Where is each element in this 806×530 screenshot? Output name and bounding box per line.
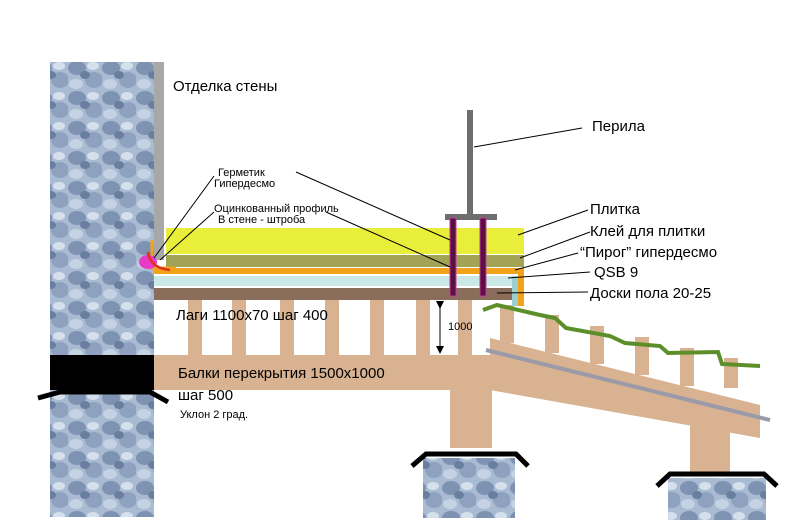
label-slope: Уклон 2 град. — [180, 409, 248, 421]
green-slope-line — [482, 302, 761, 368]
railing-anchor-left — [449, 217, 457, 297]
label-dimension: 1000 — [448, 321, 472, 333]
qsb-edge — [512, 276, 519, 306]
tile-layer — [166, 228, 524, 254]
beam-post-1 — [450, 390, 492, 448]
label-tile: Плитка — [590, 201, 641, 218]
beam-end-in-wall — [50, 355, 154, 390]
label-profile-1: Оцинкованный профиль — [214, 203, 339, 215]
label-beams-2: шаг 500 — [178, 387, 233, 404]
glue-layer — [166, 255, 524, 267]
railing-anchor-right — [479, 217, 487, 297]
joist-posts — [188, 300, 738, 388]
label-tile-glue: Клей для плитки — [590, 223, 705, 240]
leader-lines — [153, 127, 591, 294]
footing-1 — [423, 458, 515, 518]
footing-2 — [668, 478, 766, 520]
label-pie: “Пирог” гипердесмо — [580, 244, 717, 261]
label-joists: Лаги 1100х70 шаг 400 — [176, 307, 328, 324]
sealant-red-line — [146, 251, 171, 272]
floor-boards-layer — [154, 288, 516, 300]
footing-2-cap — [655, 471, 779, 488]
label-qsb: QSB 9 — [594, 264, 638, 281]
qsb-layer — [154, 276, 516, 286]
label-wall-finish: Отделка стены — [173, 78, 277, 95]
label-profile-2: В стене - штроба — [218, 214, 306, 226]
label-sealant-1: Герметик — [218, 167, 265, 179]
label-railing: Перила — [592, 118, 646, 135]
wall-finish-strip — [154, 62, 164, 260]
footing-1-cap — [410, 451, 530, 468]
sealant-blob — [139, 255, 157, 269]
membrane-edge — [518, 268, 524, 306]
floor-beam — [154, 355, 490, 390]
railing-base — [445, 214, 497, 220]
membrane-layer — [154, 268, 522, 274]
label-sealant-2: Гипердесмо — [214, 178, 275, 190]
label-beams-1: Балки перекрытия 1500х1000 — [178, 365, 385, 382]
railing-post — [467, 110, 473, 218]
stone-wall — [50, 62, 154, 517]
sloped-beam — [490, 338, 760, 438]
slope-grey-line — [485, 348, 771, 422]
wall-support-cap — [37, 389, 170, 405]
label-floor-boards: Доски пола 20-25 — [590, 285, 711, 302]
beam-post-2 — [690, 415, 730, 475]
